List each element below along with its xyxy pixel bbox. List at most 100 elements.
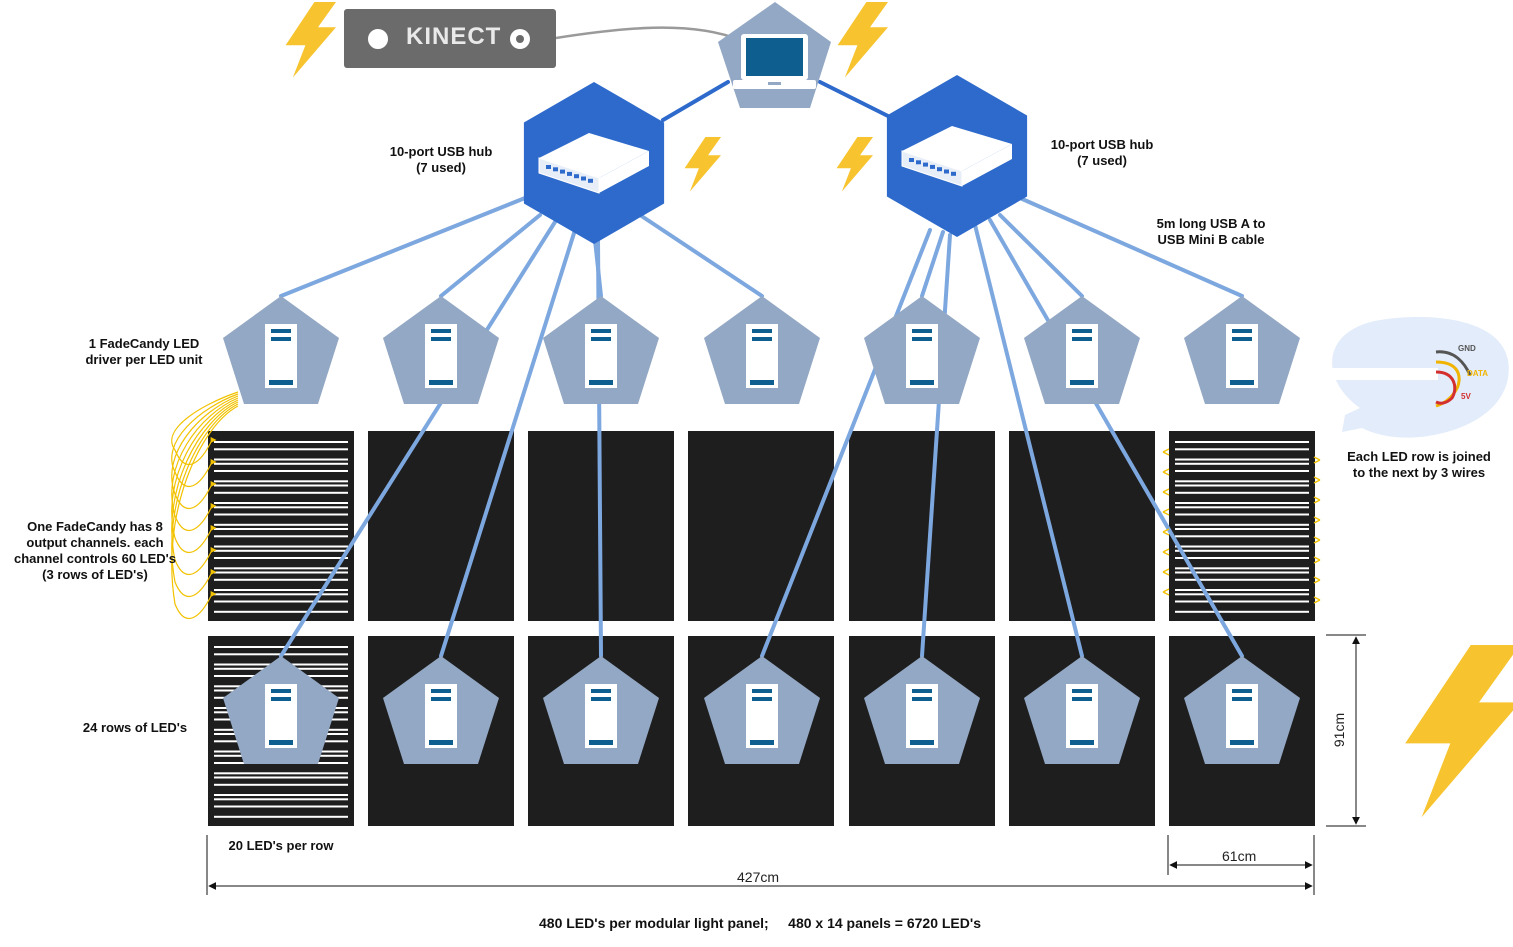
led-row	[214, 794, 348, 796]
joiner-wire	[1313, 576, 1321, 584]
usb-hub-left[interactable]	[523, 82, 665, 244]
joiner-wire	[1162, 548, 1170, 556]
cable-ribbon	[1328, 368, 1438, 380]
board-base	[1230, 380, 1254, 385]
hub-port	[588, 178, 593, 183]
fadecandy-nodes	[223, 296, 1300, 764]
panel-width-value: 61cm	[1222, 848, 1257, 864]
led-row	[1175, 528, 1309, 530]
led-row-stripes	[214, 441, 348, 613]
fadecandy-node[interactable]	[864, 296, 980, 404]
led-row	[214, 528, 348, 530]
fadecandy-board-icon	[746, 324, 778, 388]
board-stripe	[1232, 329, 1252, 333]
joiner-wire	[1313, 456, 1321, 464]
fadecandy-node[interactable]	[1184, 296, 1300, 404]
hub-side-face	[599, 151, 649, 193]
board-stripe	[1072, 689, 1092, 693]
hub-port	[553, 167, 558, 172]
usb-cable	[279, 220, 557, 658]
joiner-wire	[1313, 596, 1321, 604]
fadecandy-node[interactable]	[1184, 656, 1300, 764]
fadecandy-node[interactable]	[1024, 656, 1140, 764]
leds-per-row-label: 20 LED's per row	[228, 838, 334, 853]
led-row	[214, 798, 348, 801]
board-stripe	[271, 337, 291, 341]
fadecandy-node[interactable]	[223, 656, 339, 764]
board-base	[1230, 740, 1254, 745]
led-row	[214, 523, 348, 526]
board-stripe	[271, 329, 291, 333]
laptop-icon	[733, 34, 816, 89]
board-stripe	[271, 697, 291, 701]
fadecandy-board-icon	[425, 324, 457, 388]
gnd-label: GND	[1458, 344, 1476, 353]
fadecandy-node[interactable]	[704, 296, 820, 404]
board-base	[429, 740, 453, 745]
fadecandy-node[interactable]	[383, 296, 499, 404]
fadecandy-board-icon	[265, 324, 297, 388]
board-stripe	[591, 697, 611, 701]
fadecandy-board-icon	[585, 324, 617, 388]
led-panel[interactable]	[688, 431, 834, 621]
led-row	[214, 462, 348, 465]
usb-hub-icon	[901, 126, 1012, 187]
board-body	[906, 684, 938, 748]
fadecandy-node[interactable]	[704, 656, 820, 764]
usb-cable	[1018, 196, 1244, 298]
kinect-lens-icon	[368, 29, 388, 49]
board-stripe	[431, 697, 451, 701]
led-row	[214, 610, 348, 613]
fadecandy-node[interactable]	[543, 296, 659, 404]
led-row	[214, 589, 348, 591]
board-base	[589, 740, 613, 745]
5v-label: 5V	[1461, 392, 1471, 401]
board-body	[906, 324, 938, 388]
usb-cable	[638, 213, 764, 298]
led-panel[interactable]	[368, 431, 514, 621]
fadecandy-board-icon	[906, 684, 938, 748]
board-body	[1226, 684, 1258, 748]
hub-right-label: 10-port USB hub (7 used)	[1050, 137, 1154, 168]
board-base	[750, 380, 774, 385]
usb-cable	[760, 228, 932, 658]
fadecandy-board-icon	[1226, 324, 1258, 388]
fadecandy-node[interactable]	[864, 656, 980, 764]
fadecandy-node[interactable]	[223, 296, 339, 404]
lightning-icon	[1405, 645, 1513, 818]
usb-cable	[439, 228, 577, 658]
led-row	[214, 545, 348, 548]
hub-port	[581, 176, 586, 181]
led-row	[1175, 448, 1309, 451]
fadecandy-board-icon	[746, 684, 778, 748]
led-row	[1175, 523, 1309, 526]
kinect-sensor[interactable]: KINECT	[344, 9, 556, 68]
hub-port	[951, 171, 956, 176]
led-row	[214, 491, 348, 494]
hub-port	[930, 164, 935, 169]
fadecandy-node[interactable]	[543, 656, 659, 764]
row-joiner-wires	[1162, 448, 1321, 604]
board-stripe	[912, 689, 932, 693]
fadecandy-node[interactable]	[1024, 296, 1140, 404]
hub-port	[546, 165, 551, 169]
laptop-hub-cable	[661, 80, 730, 122]
board-stripe	[752, 329, 772, 333]
laptop-node[interactable]	[718, 2, 831, 108]
board-body	[746, 324, 778, 388]
usb-hub-right[interactable]	[886, 75, 1028, 237]
led-panel[interactable]	[1009, 431, 1155, 621]
board-stripe	[1072, 697, 1092, 701]
fadecandy-per-unit-label: 1 FadeCandy LED driver per LED unit	[85, 336, 203, 367]
fadecandy-node[interactable]	[383, 656, 499, 764]
joiner-wire	[1162, 448, 1170, 456]
board-stripe	[752, 689, 772, 693]
led-row	[214, 805, 348, 808]
board-body	[265, 684, 297, 748]
usb-hubs	[523, 75, 1028, 244]
led-panel[interactable]	[849, 431, 995, 621]
panel-height-value: 91cm	[1331, 712, 1348, 748]
fadecandy-board-icon	[425, 684, 457, 748]
hub-port	[916, 160, 921, 165]
